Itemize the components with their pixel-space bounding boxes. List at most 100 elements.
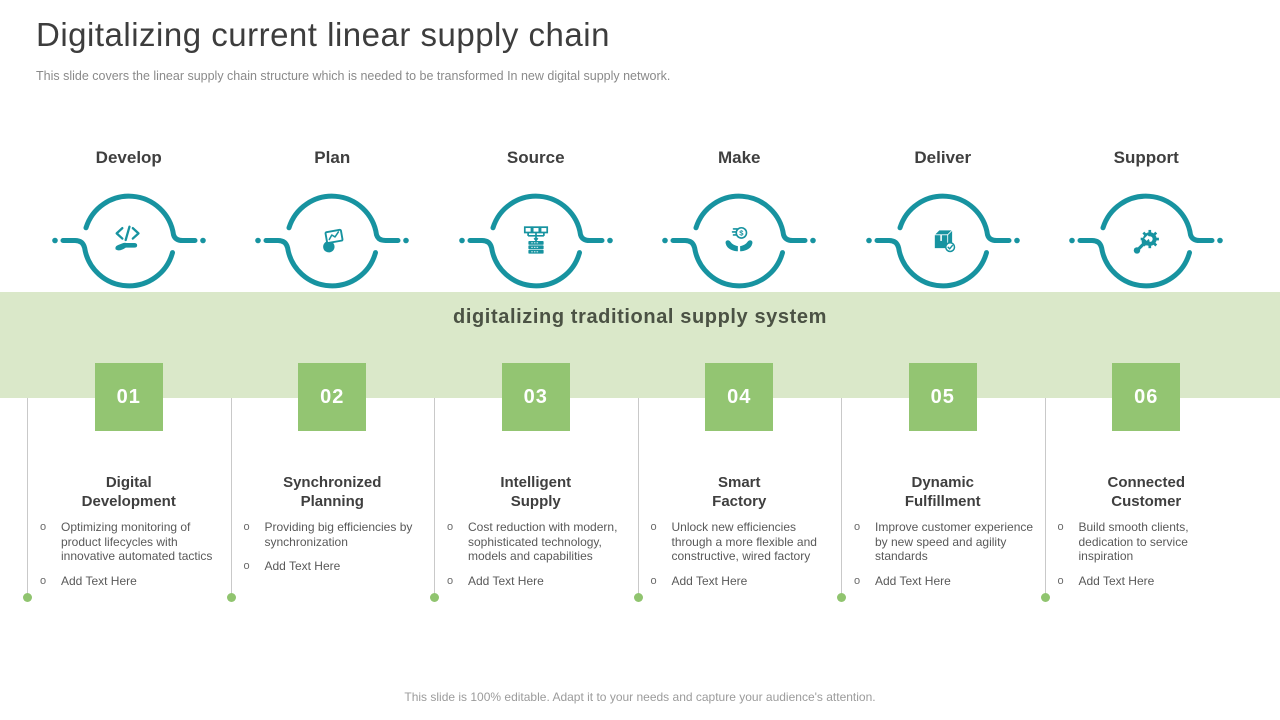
step-bullet: o Add Text Here (638, 574, 842, 589)
step-column-1: 02 Synchronized Planning o Providing big … (226, 363, 435, 602)
step-title: Intelligent Supply (500, 474, 572, 510)
server-network-icon (517, 221, 555, 259)
stage-label: Make (717, 148, 761, 167)
stage-circle (252, 181, 412, 301)
step-bullet: o Add Text Here (27, 574, 231, 589)
step-title: Digital Development (81, 474, 176, 510)
step-bullet-list: o Improve customer experience by new spee… (841, 520, 1045, 588)
bullet-text: Unlock new efficiencies through a more f… (671, 520, 817, 563)
stages-row: Develop Plan Source Make Deliver (27, 148, 1248, 301)
stage-circle (1066, 181, 1226, 301)
bullet-marker: o (243, 521, 250, 533)
bullet-text: Add Text Here (671, 573, 748, 588)
step-number-badge: 02 (298, 363, 367, 431)
plan-report-hand-icon (313, 221, 351, 259)
step-title: Smart Factory (712, 474, 767, 510)
step-column-0: 01 Digital Development o Optimizing monit… (23, 363, 231, 602)
page-subtitle: This slide covers the linear supply chai… (36, 69, 671, 83)
money-hands-icon (720, 221, 758, 259)
bullet-marker: o (650, 574, 657, 587)
step-bullet: o Providing big efficiencies by synchroni… (231, 520, 435, 549)
stage-label: Develop (95, 148, 162, 167)
stage-circle (659, 181, 819, 301)
column-divider-line (434, 398, 435, 594)
stage-circle (49, 181, 209, 301)
bullet-marker: o (447, 521, 454, 533)
banner-title: digitalizing traditional supply system (453, 306, 827, 328)
column-divider-line (27, 398, 28, 594)
step-column-5: 06 Connected Customer o Build smooth clie… (1040, 363, 1249, 602)
bullet-text: Providing big efficiencies by synchroniz… (264, 520, 413, 549)
timeline-dot (23, 593, 32, 602)
stage-circle (863, 181, 1023, 301)
bullet-text: Add Text Here (468, 573, 544, 588)
bullet-text: Add Text Here (1078, 573, 1155, 588)
wrench-gear-icon (1127, 221, 1165, 259)
step-column-3: 04 Smart Factory o Unlock new efficiencie… (633, 363, 842, 602)
stage-column-3: Make (638, 148, 842, 301)
bullet-text: Build smooth clients, dedication to serv… (1078, 520, 1189, 563)
package-check-icon (924, 221, 962, 259)
stage-label: Plan (314, 148, 351, 167)
step-column-2: 03 Intelligent Supply o Cost reduction wi… (430, 363, 638, 602)
step-title: Connected Customer (1107, 474, 1185, 510)
step-bullet-list: o Build smooth clients, dedication to ser… (1045, 520, 1249, 588)
step-bullet-list: o Optimizing monitoring of product lifecy… (27, 520, 231, 588)
step-bullet-list: o Providing big efficiencies by synchroni… (231, 520, 435, 574)
bullet-marker: o (650, 521, 657, 533)
timeline-dot (633, 593, 643, 602)
stage-column-0: Develop (27, 148, 231, 301)
step-bullet: o Unlock new efficiencies through a more … (638, 520, 842, 564)
step-number-badge: 04 (705, 363, 774, 431)
code-hand-icon (110, 221, 148, 259)
step-number-badge: 06 (1112, 363, 1181, 431)
step-column-4: 05 Dynamic Fulfillment o Improve customer… (837, 363, 1045, 602)
bullet-marker: o (40, 574, 47, 587)
bullet-marker: o (447, 574, 454, 587)
bullet-marker: o (854, 574, 861, 587)
footer-note: This slide is 100% editable. Adapt it to… (404, 690, 876, 704)
stage-column-4: Deliver (841, 148, 1045, 301)
step-bullet: o Build smooth clients, dedication to ser… (1045, 520, 1249, 564)
stage-label: Source (506, 148, 565, 167)
bullet-marker: o (40, 521, 47, 533)
step-bullet: o Add Text Here (434, 574, 638, 589)
column-divider-line (841, 398, 842, 594)
bullet-text: Add Text Here (875, 573, 951, 588)
bullet-text: Improve customer experience by new speed… (875, 520, 1034, 563)
step-bullet: o Cost reduction with modern, sophisticat… (434, 520, 638, 564)
bullet-marker: o (854, 521, 861, 533)
step-number-badge: 03 (501, 363, 570, 431)
timeline-dot (430, 593, 439, 602)
bullet-text: Cost reduction with modern, sophisticate… (468, 520, 618, 563)
timeline-dot (1040, 593, 1050, 602)
step-bullet-list: o Unlock new efficiencies through a more … (638, 520, 842, 588)
stage-column-2: Source (434, 148, 638, 301)
banner: digitalizing traditional supply system (0, 292, 1280, 398)
page-title: Digitalizing current linear supply chain (36, 16, 610, 53)
column-divider-line (1044, 398, 1046, 594)
step-bullet-list: o Cost reduction with modern, sophisticat… (434, 520, 638, 588)
step-bullet: o Add Text Here (841, 574, 1045, 589)
column-divider-line (230, 398, 232, 594)
stage-label: Deliver (914, 148, 972, 167)
step-number-badge: 05 (908, 363, 977, 431)
bullet-text: Optimizing monitoring of product lifecyc… (61, 520, 213, 563)
steps-row: 01 Digital Development o Optimizing monit… (23, 363, 1249, 602)
step-bullet: o Add Text Here (1045, 574, 1249, 589)
bullet-marker: o (1057, 574, 1064, 587)
bullet-marker: o (243, 560, 250, 572)
stage-column-1: Plan (231, 148, 435, 301)
timeline-dot (226, 593, 236, 602)
column-divider-line (637, 398, 639, 594)
stage-circle (456, 181, 616, 301)
bullet-marker: o (1057, 521, 1064, 533)
step-bullet: o Improve customer experience by new spee… (841, 520, 1045, 564)
stage-label: Support (1113, 148, 1179, 167)
step-title: Synchronized Planning (283, 474, 382, 510)
step-title: Dynamic Fulfillment (904, 474, 981, 510)
step-number-badge: 01 (94, 363, 163, 431)
bullet-text: Add Text Here (61, 573, 137, 588)
stage-column-5: Support (1045, 148, 1249, 301)
